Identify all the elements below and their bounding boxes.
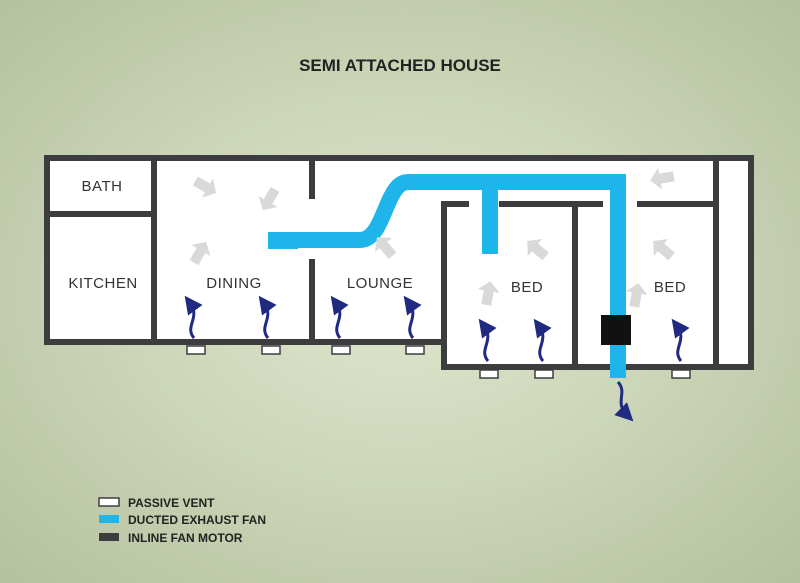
legend: PASSIVE VENT DUCTED EXHAUST FAN INLINE F… (98, 496, 266, 545)
diagram-title: SEMI ATTACHED HOUSE (299, 56, 501, 75)
airflow-arrow (671, 318, 690, 362)
circulation-arrow (192, 176, 217, 198)
airflow-arrow (258, 295, 277, 339)
legend-label-ducted-exhaust-fan: DUCTED EXHAUST FAN (128, 513, 266, 527)
room-label-bed-1: BED (511, 279, 543, 296)
circulation-arrow (189, 241, 211, 266)
legend-swatch-passive-vent (98, 497, 120, 507)
legend-swatch-inline-fan-motor (99, 533, 119, 541)
circulation-arrow (625, 283, 648, 308)
room-label-dining: DINING (206, 275, 262, 292)
fresh-air-arrows (184, 295, 690, 422)
duct-system (268, 174, 626, 378)
airflow-arrow (403, 295, 422, 339)
exhaust-outlet-arrow (614, 380, 634, 422)
circulation-arrow (477, 281, 500, 306)
passive-vent (405, 345, 425, 355)
duct-dining-stub (268, 232, 298, 249)
legend-swatch-ducted-exhaust-fan (99, 515, 119, 523)
circulation-arrows (189, 167, 675, 308)
room-labels: BATH KITCHEN DINING LOUNGE BED BED (68, 178, 686, 296)
circulation-arrow (527, 239, 549, 261)
circulation-arrow (650, 167, 675, 190)
airflow-arrow (533, 318, 552, 362)
legend-label-passive-vent: PASSIVE VENT (128, 496, 215, 510)
legend-label-inline-fan-motor: INLINE FAN MOTOR (128, 531, 243, 545)
room-label-lounge: LOUNGE (347, 275, 413, 292)
airflow-arrow (330, 295, 349, 339)
passive-vents (186, 345, 691, 379)
inline-fan-motor (601, 315, 631, 345)
room-label-bed-2: BED (654, 279, 686, 296)
airflow-arrow (184, 295, 203, 339)
passive-vent (671, 369, 691, 379)
walls (44, 155, 754, 370)
circulation-arrow (258, 186, 280, 211)
circulation-arrow (375, 237, 397, 259)
passive-vent (261, 345, 281, 355)
passive-vent (479, 369, 499, 379)
passive-vent (186, 345, 206, 355)
passive-vent (534, 369, 554, 379)
room-label-bath: BATH (82, 178, 123, 195)
passive-vent (331, 345, 351, 355)
duct-main-run (268, 174, 626, 378)
room-label-kitchen: KITCHEN (68, 275, 137, 292)
circulation-arrow (653, 239, 675, 261)
airflow-arrow (478, 318, 497, 362)
